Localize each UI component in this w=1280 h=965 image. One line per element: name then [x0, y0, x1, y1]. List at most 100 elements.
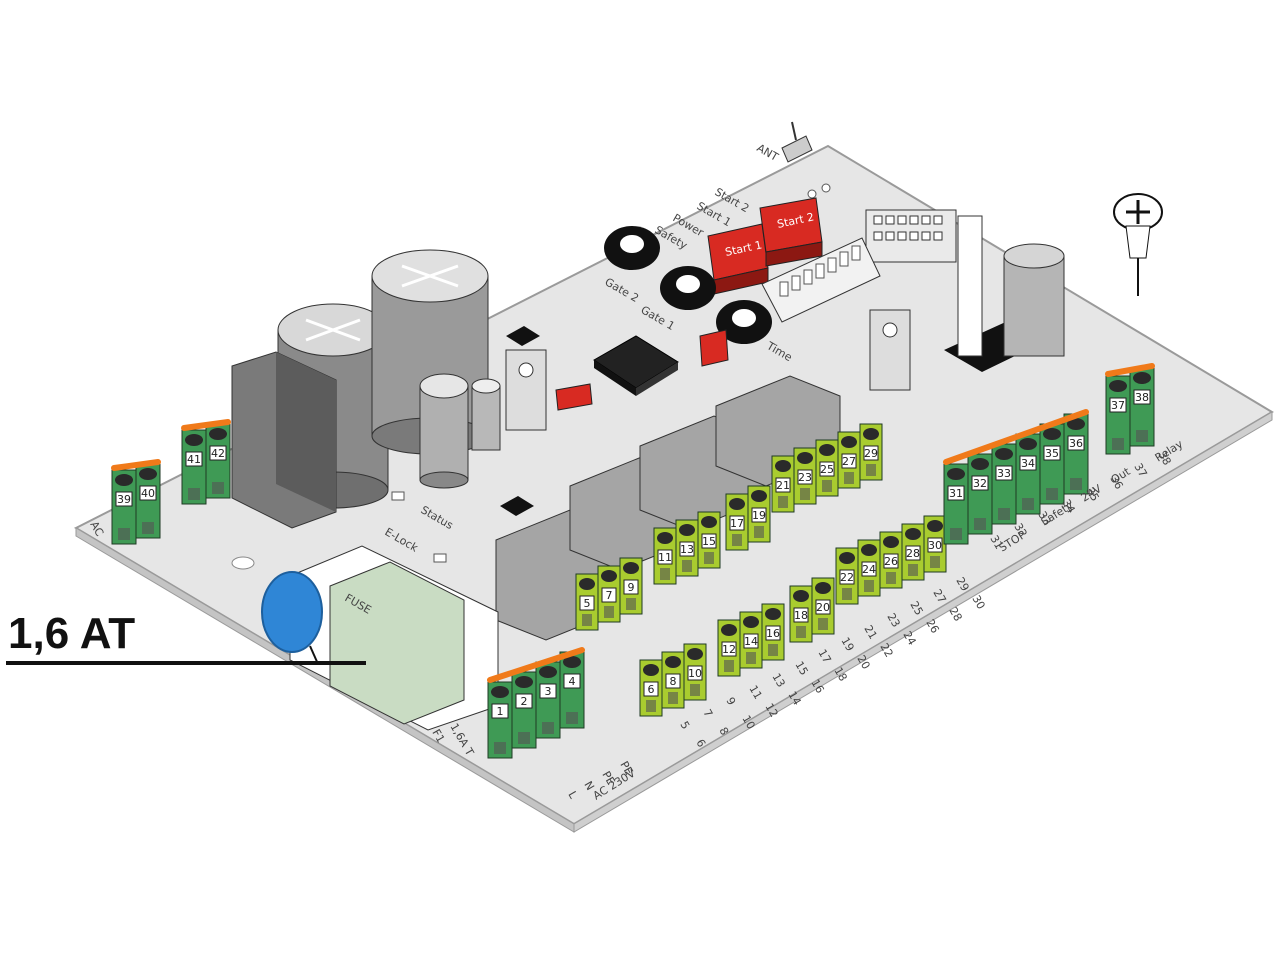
- screw-icon: [1113, 193, 1163, 296]
- heatsink: [944, 215, 1065, 372]
- dip-switch[interactable]: [761, 237, 881, 323]
- terminal-38[interactable]: 38: [1129, 367, 1155, 447]
- terminal-20[interactable]: 20: [811, 577, 835, 635]
- label-pe2: PE: [617, 759, 635, 777]
- terminal-30[interactable]: 30: [923, 515, 947, 573]
- terminal-22[interactable]: 22: [835, 547, 859, 605]
- microcontroller-chip: [593, 335, 679, 396]
- terminal-6[interactable]: 6: [639, 659, 663, 717]
- edge-label-b-24: 24: [900, 629, 918, 648]
- terminal-17[interactable]: 17: [725, 493, 749, 551]
- terminal-label-27: 27: [842, 455, 856, 468]
- edge-label-a-25: 25: [907, 599, 925, 618]
- terminal-18[interactable]: 18: [789, 585, 813, 643]
- fuse-holder: FUSE F1 1,6A T: [289, 545, 499, 758]
- terminal-label-6: 6: [648, 683, 655, 696]
- terminal-5[interactable]: 5: [575, 573, 599, 631]
- terminal-24[interactable]: 24: [857, 539, 881, 597]
- terminal-25[interactable]: 25: [815, 439, 839, 497]
- edge-label-r-32: 32: [1011, 521, 1029, 540]
- terminal-16[interactable]: 16: [761, 603, 785, 661]
- terminal-lever[interactable]: [1105, 363, 1155, 377]
- edge-label-b-12: 12: [762, 701, 780, 720]
- terminal-32[interactable]: 32: [967, 453, 993, 535]
- terminal-4[interactable]: 4: [559, 651, 585, 729]
- terminal-lever[interactable]: [943, 409, 1089, 465]
- terminal-10[interactable]: 10: [683, 643, 707, 701]
- terminal-label-33: 33: [997, 467, 1011, 480]
- terminal-label-22: 22: [840, 571, 854, 584]
- terminal-3[interactable]: 3: [535, 661, 561, 739]
- terminal-14[interactable]: 14: [739, 611, 763, 669]
- terminal-11[interactable]: 11: [653, 527, 677, 585]
- terminal-28[interactable]: 28: [901, 523, 925, 581]
- ant-label: ANT: [755, 141, 781, 164]
- terminal-8[interactable]: 8: [661, 651, 685, 709]
- terminal-33[interactable]: 33: [991, 443, 1017, 525]
- blue-capacitor: [261, 571, 323, 665]
- terminal-2[interactable]: 2: [511, 671, 537, 749]
- terminal-lever[interactable]: [487, 647, 585, 683]
- terminal-27[interactable]: 27: [837, 431, 861, 489]
- terminal-1[interactable]: 1: [487, 681, 513, 759]
- label-pe1: PE: [599, 769, 617, 787]
- potentiometer-time[interactable]: Time: [716, 300, 795, 364]
- terminal-34[interactable]: 34: [1015, 433, 1041, 515]
- terminal-12[interactable]: 12: [717, 619, 741, 677]
- terminal-15[interactable]: 15: [697, 511, 721, 569]
- start2-button[interactable]: Start 2: [759, 197, 823, 267]
- fuse-f1-label: F1: [429, 727, 447, 745]
- terminal-label-4: 4: [569, 675, 576, 688]
- terminal-21[interactable]: 21: [771, 455, 795, 513]
- edge-label-a-21: 21: [861, 623, 879, 642]
- start1-button[interactable]: Start 1: [707, 223, 769, 295]
- jumper-red[interactable]: [555, 329, 729, 411]
- terminal-23[interactable]: 23: [793, 447, 817, 505]
- terminal-lever[interactable]: [111, 459, 161, 471]
- terminal-label-2: 2: [521, 695, 528, 708]
- terminal-7[interactable]: 7: [597, 565, 621, 623]
- edge-label-b-10: 10: [739, 713, 757, 732]
- terminal-29[interactable]: 29: [859, 423, 883, 481]
- terminal-37[interactable]: 37: [1105, 375, 1131, 455]
- edge-label-b-20: 20: [854, 653, 872, 672]
- terminal-label-35: 35: [1045, 447, 1059, 460]
- terminal-41[interactable]: 41: [181, 429, 207, 505]
- edge-label-r-33: 33: [1035, 509, 1053, 528]
- edge-label-b-22: 22: [877, 641, 895, 660]
- terminal-13[interactable]: 13: [675, 519, 699, 577]
- terminal-36[interactable]: 36: [1063, 413, 1089, 495]
- terminal-label-31: 31: [949, 487, 963, 500]
- terminal-label-21: 21: [776, 479, 790, 492]
- terminal-9[interactable]: 9: [619, 557, 643, 615]
- terminal-block-motor-upper-a: 579: [575, 557, 643, 631]
- terminal-label-13: 13: [680, 543, 694, 556]
- edge-label-a-29: 29: [953, 575, 971, 594]
- terminal-label-24: 24: [862, 563, 876, 576]
- terminal-label-34: 34: [1021, 457, 1035, 470]
- edge-label-a-15: 15: [792, 659, 810, 678]
- edge-label-b-28: 28: [946, 605, 964, 624]
- terminal-label-26: 26: [884, 555, 898, 568]
- terminal-39[interactable]: 39: [111, 469, 137, 545]
- edge-label-r-31: 31: [987, 533, 1005, 552]
- terminal-lever[interactable]: [181, 419, 231, 431]
- terminal-26[interactable]: 26: [879, 531, 903, 589]
- edge-label-b-16: 16: [808, 677, 826, 696]
- terminal-label-19: 19: [752, 509, 766, 522]
- terminal-block-right-block: 31 32 33 34 35 36: [943, 409, 1089, 545]
- terminal-label-20: 20: [816, 601, 830, 614]
- terminal-42[interactable]: 42: [205, 423, 231, 499]
- edge-label-b-14: 14: [785, 689, 803, 708]
- terminal-19[interactable]: 19: [747, 485, 771, 543]
- terminal-label-12: 12: [722, 643, 736, 656]
- terminal-35[interactable]: 35: [1039, 423, 1065, 505]
- edge-label-b-30: 30: [969, 593, 987, 612]
- terminal-40[interactable]: 40: [135, 463, 161, 539]
- edge-label-a-27: 27: [930, 587, 948, 606]
- terminal-31[interactable]: 31: [943, 463, 969, 545]
